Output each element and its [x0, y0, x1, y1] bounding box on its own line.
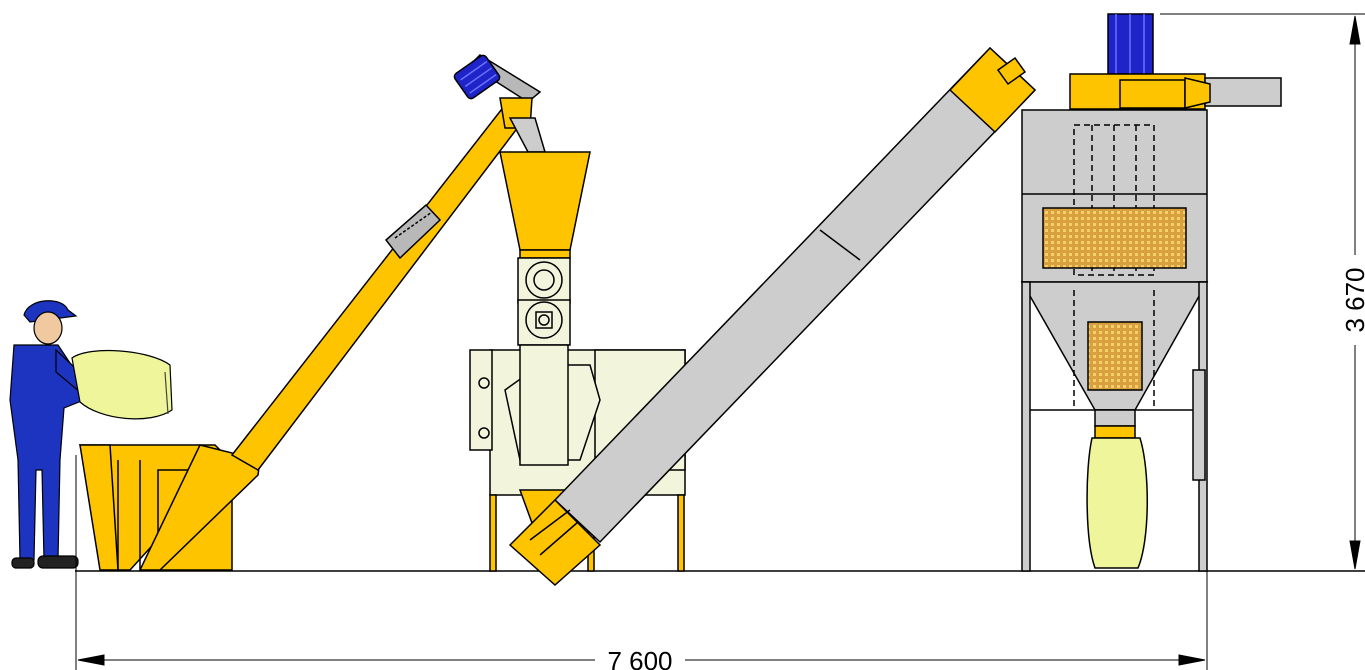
electric-motor-icon [453, 54, 501, 100]
inclined-conveyor-2 [508, 46, 1037, 587]
width-dimension [75, 455, 1208, 670]
height-dimension-label: 3 670 [1340, 267, 1365, 332]
electric-motor-icon [1107, 13, 1154, 75]
height-dimension [1160, 13, 1365, 572]
screw-conveyor-1 [230, 54, 547, 471]
feed-hopper [78, 444, 261, 571]
dust-collector [1020, 13, 1282, 572]
person-icon [9, 300, 173, 569]
width-dimension-label: 7 600 [607, 646, 672, 670]
